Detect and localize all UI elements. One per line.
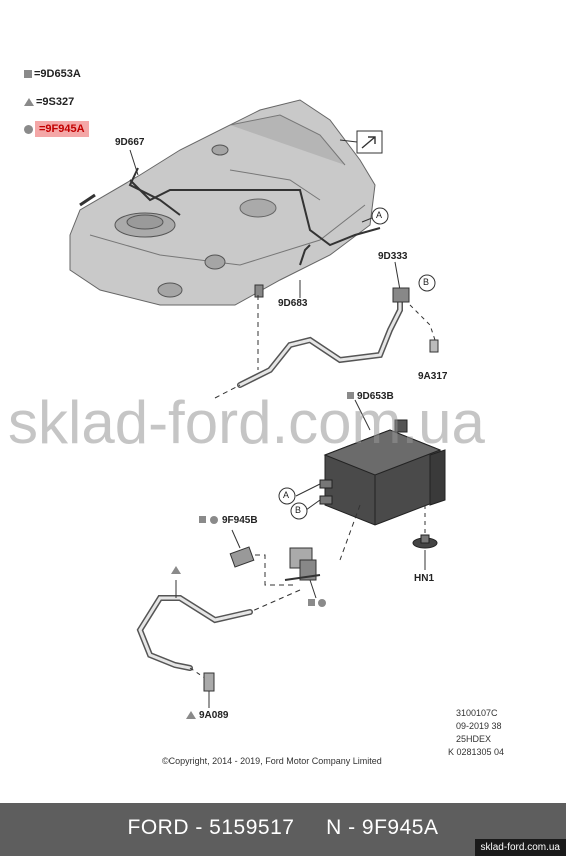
leader-callout-a-top	[361, 217, 373, 223]
code-line: K 0281305 04	[448, 747, 505, 757]
connector-9f945b-icon	[229, 546, 255, 568]
carbon-canister-icon	[319, 419, 446, 526]
callout-b-text: B	[423, 277, 430, 287]
triangle-icon	[186, 711, 196, 719]
site-tag[interactable]: sklad-ford.com.ua	[474, 839, 566, 856]
square-icon	[24, 70, 32, 78]
label-9f945b: 9F945B	[222, 515, 258, 526]
direction-arrow-icon	[339, 130, 383, 154]
label-9d653b: 9D653B	[357, 391, 394, 402]
triangle-icon	[171, 566, 181, 574]
label-9d667: 9D667	[115, 137, 145, 148]
code-line: 3100107C	[456, 708, 498, 718]
code-line: 09-2019 38	[456, 721, 502, 731]
square-icon	[308, 599, 315, 606]
label-9a317: 9A317	[418, 371, 448, 382]
callout-b-top	[418, 274, 436, 292]
label-hn1: HN1	[414, 573, 435, 584]
legend-text-highlighted: =9F945A	[35, 121, 89, 137]
callout-a-top	[371, 207, 389, 225]
label-9a089: 9A089	[199, 710, 229, 721]
label-9d683: 9D683	[278, 298, 308, 309]
triangle-icon	[24, 98, 34, 106]
callout-a-text: A	[283, 490, 290, 500]
legend-item-circle: =9F945A	[24, 121, 89, 137]
code-line: 25HDEX	[456, 734, 492, 744]
circle-icon	[24, 124, 33, 134]
part-number-text: FORD - 5159517 N - 9F945A	[127, 816, 439, 839]
clip-9a317-icon	[429, 339, 439, 353]
callout-a-bottom	[278, 487, 296, 505]
legend-item-square: =9D653A	[24, 68, 81, 80]
square-icon	[347, 392, 354, 399]
callout-b-text: B	[295, 505, 302, 515]
part-number-bar: FORD - 5159517 N - 9F945A sklad-ford.com…	[0, 803, 566, 856]
fuel-tank-icon	[69, 99, 381, 306]
purge-valve-icon	[284, 547, 321, 581]
legend-text: =9S327	[36, 96, 75, 108]
square-icon	[199, 516, 206, 523]
circle-icon	[318, 599, 326, 607]
legend-item-triangle: =9S327	[24, 96, 74, 108]
drawing-codes: 3100107C 09-2019 38 25HDEX K 0281305 04	[448, 707, 504, 759]
legend-text: =9D653A	[34, 68, 81, 80]
leader-9d333	[394, 261, 401, 291]
grommet-hn1-icon	[412, 534, 438, 549]
watermark: sklad-ford.com.ua	[8, 389, 485, 456]
label-9d333: 9D333	[378, 251, 408, 262]
circle-icon	[210, 516, 218, 524]
callout-b-bottom	[290, 502, 308, 520]
clip-9a089-icon	[203, 672, 215, 692]
copyright-text: ©Copyright, 2014 - 2019, Ford Motor Comp…	[162, 756, 382, 766]
callout-a-text: A	[376, 210, 383, 220]
leader-9d667	[129, 149, 139, 176]
